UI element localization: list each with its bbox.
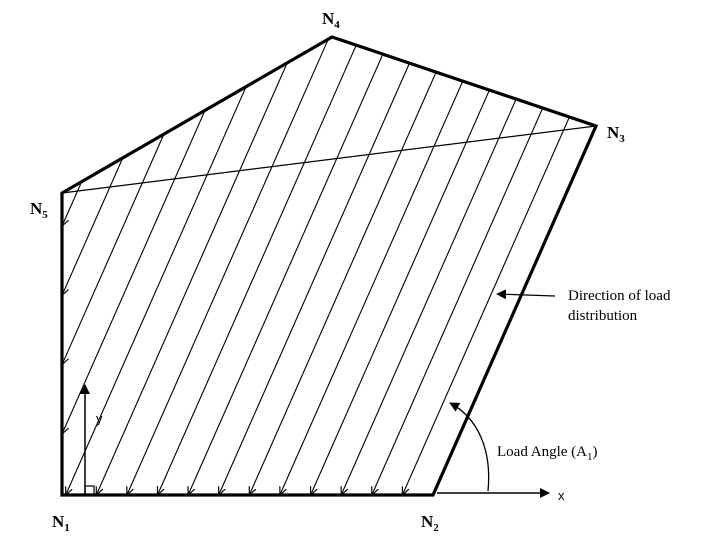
hatch-line-14: [62, 133, 165, 365]
hatch-line-8: [188, 53, 384, 495]
hatch-line-7: [219, 62, 411, 495]
hatch-line-12: [66, 86, 247, 495]
hatch-line-3: [341, 98, 517, 495]
hatch-line-9: [158, 44, 357, 495]
polygon-outline: [60, 35, 599, 497]
node-n2-label: N2: [421, 512, 439, 534]
direction-callout-arrow: [496, 289, 556, 300]
hatch-line-4: [311, 89, 490, 495]
hatch-line-11: [96, 62, 288, 495]
hatch-line-10: [127, 38, 329, 495]
direction-label-line1: Direction of load: [568, 288, 671, 304]
right-angle-marker: [84, 485, 95, 496]
load-angle-arc: [449, 402, 490, 492]
hatch-line-6: [249, 71, 437, 495]
hatch-line-15: [62, 157, 124, 296]
hatch-line-5: [280, 80, 464, 495]
x-axis-label: x: [558, 488, 565, 503]
hatch-line-2: [372, 107, 544, 495]
n5-n3-connector: [61, 125, 597, 194]
node-n5-label: N5: [30, 199, 48, 221]
direction-label-line2: distribution: [568, 308, 638, 324]
load-distribution-lines: [62, 38, 570, 495]
hatch-line-13: [62, 110, 206, 434]
node-n4-label: N4: [322, 9, 340, 31]
y-axis-label: y: [96, 411, 103, 426]
hatch-line-1: [402, 116, 570, 495]
node-n1-label: N1: [52, 512, 70, 534]
node-n3-label: N3: [607, 123, 625, 145]
load-angle-label: Load Angle (A1): [497, 444, 597, 463]
hatch-line-16: [62, 181, 83, 227]
local-axes: y: [80, 384, 103, 496]
